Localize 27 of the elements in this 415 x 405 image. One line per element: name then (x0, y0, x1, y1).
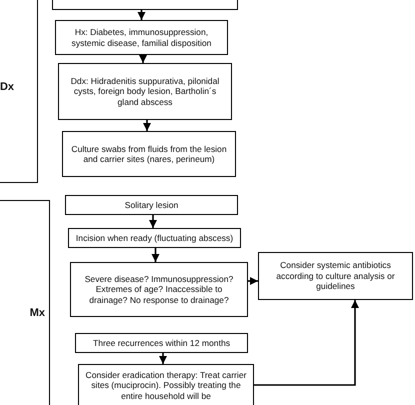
process-box (55, 20, 228, 55)
step-text: Culture swabs from fluids from the lesion and carrier sites (nares, perineum) (70, 144, 228, 164)
arrow (139, 55, 147, 63)
step-text: Three recurrences within 12 months (92, 338, 230, 348)
process-box (65, 195, 238, 215)
arrow (149, 215, 157, 228)
arrow (254, 300, 359, 386)
process-box (62, 131, 236, 177)
section-label: Dx (0, 80, 14, 92)
process-box (70, 262, 248, 317)
process-box (58, 63, 232, 120)
process-box (68, 228, 241, 248)
step-text: Solitary lesion (124, 200, 178, 210)
process-box (75, 333, 248, 353)
step-text: Incision when ready (fluctuating abscess) (76, 232, 234, 244)
process-box (258, 252, 413, 300)
section-label: Mx (30, 306, 45, 318)
arrow (138, 10, 146, 20)
arrow (248, 277, 258, 285)
step-text: Ddx: Hidradenitis suppurativa, pilonidal cysts, foreign body lesion, Bartholin´s gland abscess (70, 76, 220, 108)
step-text: Severe disease? Immunosuppression? Extremes of age? Inaccessible to drainage? No response to drainage? (84, 274, 234, 306)
step-text: Consider eradication therapy: Treat carrier sites (muciprocin). Possibly treating the entire household will be (84, 370, 248, 402)
arrow (159, 353, 167, 364)
step-text: Hx: Diabetes, immunosuppression, systemic disease, familial disposition (70, 27, 212, 48)
arrow (152, 248, 160, 262)
step-text: Consider systemic antibiotics according to culture analysis or guidelines (275, 260, 396, 292)
arrow (143, 120, 151, 131)
